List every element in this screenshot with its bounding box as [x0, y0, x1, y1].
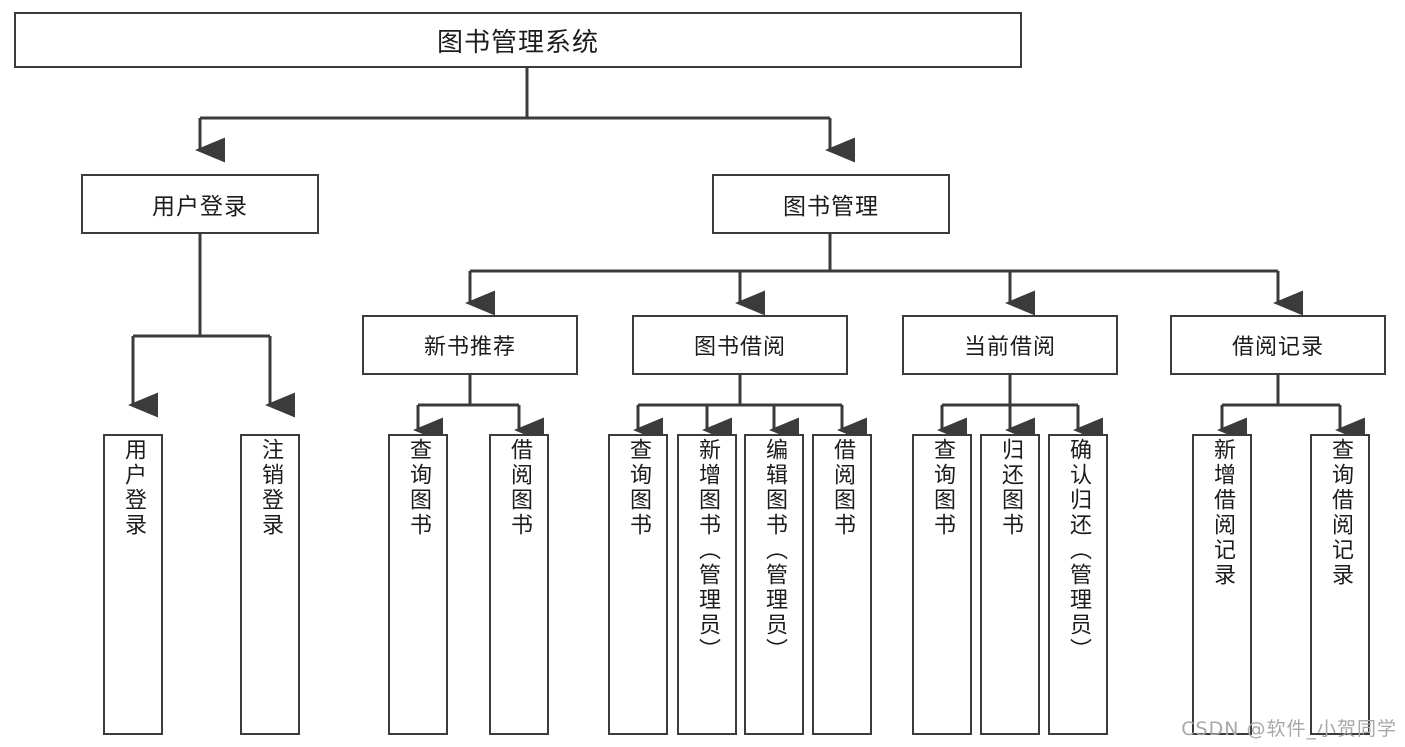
node-borrow-record[interactable]: 借阅记录: [1170, 315, 1386, 375]
leaf-return-book[interactable]: 归还图书: [980, 434, 1040, 735]
node-label: 当前借阅: [963, 335, 1056, 360]
leaf-add-borrow-record[interactable]: 新增借阅记录: [1192, 434, 1252, 735]
node-book-borrow[interactable]: 图书借阅: [632, 315, 848, 375]
leaf-add-book-admin[interactable]: 新增图书（管理员）: [677, 434, 737, 735]
node-label: 图书管理系统: [436, 27, 599, 58]
node-label: 查询图书: [626, 438, 651, 538]
leaf-query-borrow-record[interactable]: 查询借阅记录: [1310, 434, 1370, 735]
node-new-book-recommend[interactable]: 新书推荐: [362, 315, 578, 375]
node-label: 借阅图书: [507, 438, 532, 538]
node-label: 查询图书: [930, 438, 955, 538]
leaf-borrow-book[interactable]: 借阅图书: [812, 434, 872, 735]
node-label: 归还图书: [998, 438, 1023, 538]
leaf-edit-book-admin[interactable]: 编辑图书（管理员）: [744, 434, 804, 735]
node-label: 确认归还（管理员）: [1066, 438, 1091, 663]
node-label: 新增借阅记录: [1210, 438, 1235, 588]
node-label: 用户登录: [121, 438, 146, 538]
node-label: 编辑图书（管理员）: [762, 438, 787, 663]
leaf-logout[interactable]: 注销登录: [240, 434, 300, 735]
node-user-login[interactable]: 用户登录: [81, 174, 319, 234]
node-label: 查询图书: [406, 438, 431, 538]
node-root-system[interactable]: 图书管理系统: [14, 12, 1022, 68]
leaf-query-book-recommend[interactable]: 查询图书: [388, 434, 448, 735]
node-book-management[interactable]: 图书管理: [712, 174, 950, 234]
node-label: 图书管理: [783, 194, 879, 220]
node-label: 新增图书（管理员）: [695, 438, 720, 663]
node-label: 注销登录: [258, 438, 283, 538]
leaf-confirm-return-admin[interactable]: 确认归还（管理员）: [1048, 434, 1108, 735]
leaf-query-book-borrow[interactable]: 查询图书: [608, 434, 668, 735]
node-current-borrow[interactable]: 当前借阅: [902, 315, 1118, 375]
node-label: 图书借阅: [693, 335, 786, 360]
node-label: 借阅图书: [830, 438, 855, 538]
node-label: 查询借阅记录: [1328, 438, 1353, 588]
node-label: 新书推荐: [423, 335, 516, 360]
leaf-user-login[interactable]: 用户登录: [103, 434, 163, 735]
leaf-query-book-current[interactable]: 查询图书: [912, 434, 972, 735]
node-label: 借阅记录: [1231, 335, 1324, 360]
watermark-text: CSDN @软件_小贺同学: [1181, 718, 1397, 740]
leaf-borrow-book-recommend[interactable]: 借阅图书: [489, 434, 549, 735]
node-label: 用户登录: [152, 194, 248, 220]
